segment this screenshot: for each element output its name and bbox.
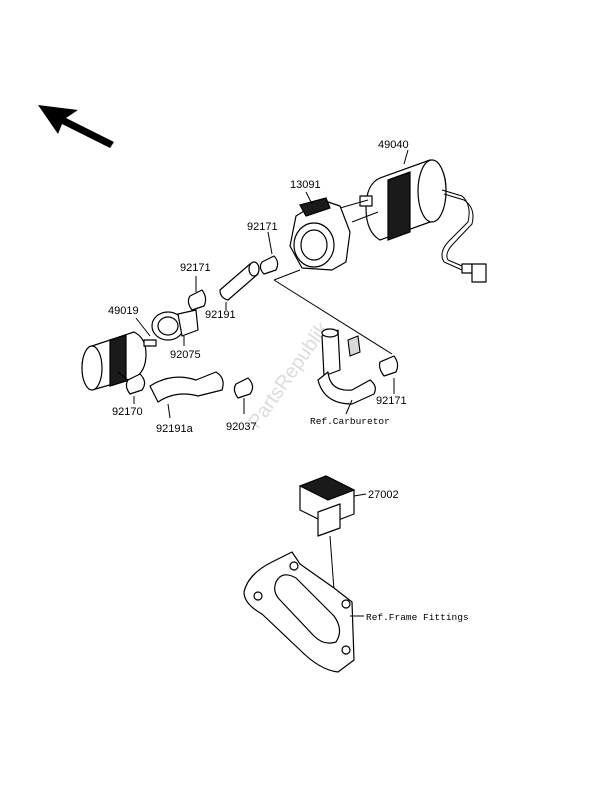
- part-label-92171-right: 92171: [376, 395, 407, 407]
- fuel-hose-92191[interactable]: [219, 261, 260, 301]
- carburetor-hose-fitting: [317, 328, 376, 415]
- relay-27002[interactable]: [298, 475, 367, 591]
- part-label-92171-top: 92171: [247, 221, 278, 233]
- part-label-49019: 49019: [108, 305, 139, 317]
- ref-label-carburetor: Ref.Carburetor: [310, 416, 390, 427]
- part-label-27002: 27002: [368, 489, 399, 501]
- part-label-92170: 92170: [112, 406, 143, 418]
- part-label-92075: 92075: [170, 349, 201, 361]
- leader-lines: [133, 149, 409, 419]
- part-label-92037: 92037: [226, 421, 257, 433]
- clamp-92171-right[interactable]: [378, 355, 399, 377]
- clamp-92171-top[interactable]: [259, 255, 279, 275]
- pump-bracket-13091[interactable]: [273, 197, 393, 355]
- clamp-92171-left[interactable]: [187, 289, 207, 311]
- part-label-92191a: 92191a: [156, 423, 194, 435]
- part-label-13091: 13091: [290, 179, 321, 191]
- fuel-pump-49040[interactable]: [339, 159, 487, 283]
- filter-band-92075[interactable]: [151, 309, 199, 341]
- fuel-hose-92191a[interactable]: [149, 371, 224, 403]
- front-direction-arrow-icon: [38, 105, 114, 148]
- clamp-92170[interactable]: [117, 371, 146, 395]
- part-label-49040: 49040: [378, 139, 409, 151]
- part-label-92171-left: 92171: [180, 262, 211, 274]
- clamp-92037[interactable]: [233, 377, 254, 399]
- frame-bracket: [243, 551, 364, 673]
- fuel-filter-49019[interactable]: [81, 317, 157, 391]
- part-label-92191: 92191: [205, 309, 236, 321]
- ref-label-frame-fittings: Ref.Frame Fittings: [366, 612, 469, 623]
